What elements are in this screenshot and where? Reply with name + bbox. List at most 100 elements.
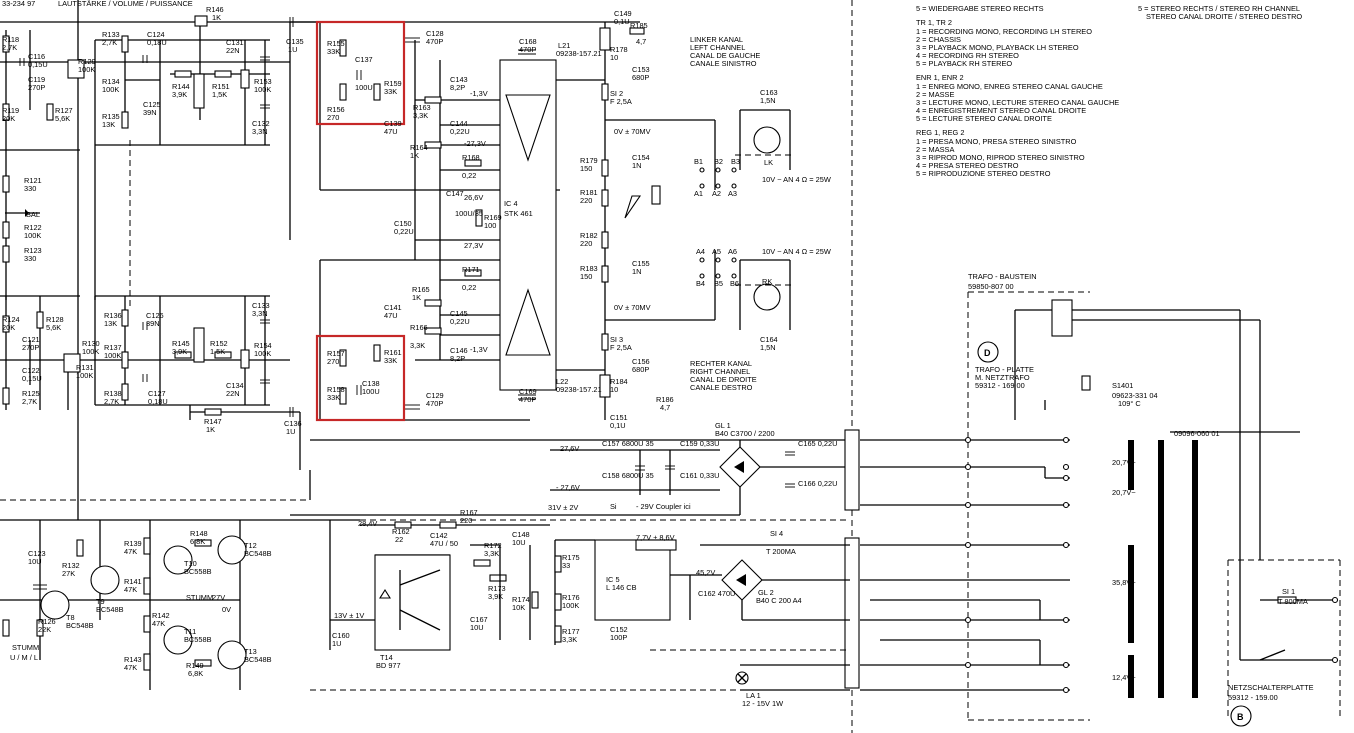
- svg-text:C150: C150: [394, 219, 412, 228]
- svg-text:3,3K: 3,3K: [484, 549, 499, 558]
- svg-text:6,8K: 6,8K: [188, 669, 203, 678]
- svg-text:680P: 680P: [632, 73, 649, 82]
- svg-text:R178: R178: [610, 45, 628, 54]
- ic4-amp-top: [505, 94, 551, 162]
- svg-text:R142: R142: [152, 611, 170, 620]
- svg-text:B: B: [1237, 712, 1244, 722]
- svg-text:1K: 1K: [410, 151, 419, 160]
- svg-text:C160: C160: [332, 631, 350, 640]
- svg-text:5 = STEREO RECHTS / STEREO RH: 5 = STEREO RECHTS / STEREO RH CHANNEL: [1138, 4, 1300, 13]
- svg-text:1K: 1K: [412, 293, 421, 302]
- svg-text:7,7V ± 8,6V: 7,7V ± 8,6V: [636, 533, 675, 542]
- svg-text:R139: R139: [124, 539, 142, 548]
- svg-text:C137: C137: [355, 55, 373, 64]
- svg-text:100K: 100K: [254, 349, 271, 358]
- svg-text:22N: 22N: [226, 46, 240, 55]
- svg-text:1N: 1N: [632, 161, 641, 170]
- svg-text:100K: 100K: [562, 601, 579, 610]
- svg-text:STUMM: STUMM: [186, 593, 213, 602]
- connector-2a: [844, 537, 860, 689]
- svg-text:10: 10: [610, 53, 618, 62]
- svg-text:22: 22: [395, 535, 403, 544]
- svg-text:T11: T11: [184, 627, 196, 636]
- svg-text:C145: C145: [450, 309, 468, 318]
- svg-text:C129: C129: [426, 391, 444, 400]
- svg-text:270P: 270P: [22, 343, 39, 352]
- svg-text:-1,3V: -1,3V: [470, 345, 488, 354]
- svg-text:4,7: 4,7: [660, 403, 670, 412]
- svg-text:100K: 100K: [82, 347, 99, 356]
- svg-text:0,15U: 0,15U: [22, 374, 42, 383]
- svg-text:STUMM: STUMM: [12, 643, 39, 652]
- svg-text:3,3K: 3,3K: [562, 635, 577, 644]
- svg-text:33K: 33K: [327, 393, 340, 402]
- output-stage: [599, 21, 795, 398]
- svg-text:C127: C127: [148, 389, 166, 398]
- connector-1a: [844, 429, 860, 511]
- svg-text:STK 461: STK 461: [504, 209, 533, 218]
- svg-text:U / M / L: U / M / L: [10, 653, 38, 662]
- svg-text:A1: A1: [694, 189, 703, 198]
- svg-text:1U: 1U: [286, 427, 295, 436]
- svg-text:5 = LECTURE STEREO CANAL DROIT: 5 = LECTURE STEREO CANAL DROITE: [916, 114, 1052, 123]
- svg-text:1 = ENREG MONO, ENREG STEREO C: 1 = ENREG MONO, ENREG STEREO CANAL GAUCH…: [916, 82, 1103, 91]
- svg-text:100K: 100K: [78, 65, 95, 74]
- svg-text:4 = PRESA STEREO DESTRO: 4 = PRESA STEREO DESTRO: [916, 161, 1019, 170]
- svg-text:R152: R152: [210, 339, 228, 348]
- svg-text:20K: 20K: [2, 114, 15, 123]
- svg-text:12,4V~: 12,4V~: [1112, 673, 1136, 682]
- svg-text:R171: R171: [462, 265, 480, 274]
- svg-text:100U: 100U: [362, 387, 380, 396]
- svg-text:100K: 100K: [254, 85, 271, 94]
- svg-text:T13: T13: [244, 647, 257, 656]
- svg-text:C122: C122: [22, 366, 40, 375]
- board-d-icon: [977, 341, 999, 363]
- svg-text:R181: R181: [580, 188, 598, 197]
- svg-text:0,22U: 0,22U: [450, 127, 470, 136]
- svg-text:B2: B2: [714, 157, 723, 166]
- svg-text:C169: C169: [519, 387, 537, 396]
- svg-text:R123: R123: [24, 246, 42, 255]
- svg-text:31V ± 2V: 31V ± 2V: [548, 503, 578, 512]
- svg-text:C161 0,33U: C161 0,33U: [680, 471, 719, 480]
- svg-text:1U: 1U: [288, 45, 297, 54]
- svg-text:R149: R149: [186, 661, 204, 670]
- svg-text:330: 330: [24, 184, 36, 193]
- svg-text:35,8V~: 35,8V~: [1112, 578, 1136, 587]
- svg-text:2 = MASSE: 2 = MASSE: [916, 90, 954, 99]
- svg-text:C125: C125: [143, 100, 161, 109]
- svg-text:R156: R156: [327, 105, 345, 114]
- svg-text:10: 10: [610, 385, 618, 394]
- svg-text:T14: T14: [380, 653, 393, 662]
- svg-text:R163: R163: [413, 103, 431, 112]
- svg-text:C166 0,22U: C166 0,22U: [798, 479, 837, 488]
- svg-text:1U: 1U: [332, 639, 341, 648]
- svg-text:C124: C124: [147, 30, 165, 39]
- svg-text:BC548B: BC548B: [244, 549, 272, 558]
- svg-text:47U / 50: 47U / 50: [430, 539, 458, 548]
- svg-text:REG 1, REG 2: REG 1, REG 2: [916, 128, 964, 137]
- svg-text:2,7K: 2,7K: [104, 397, 119, 406]
- svg-text:20,7V~: 20,7V~: [1112, 488, 1136, 497]
- svg-text:220: 220: [580, 196, 592, 205]
- svg-text:10V ~ AN 4 Ω = 25W: 10V ~ AN 4 Ω = 25W: [762, 175, 831, 184]
- svg-text:C165 0,22U: C165 0,22U: [798, 439, 837, 448]
- svg-text:1 = PRESA MONO, PRESA STEREO S: 1 = PRESA MONO, PRESA STEREO SINISTRO: [916, 137, 1077, 146]
- svg-text:R148: R148: [190, 529, 208, 538]
- volume-title: LAUTSTÄRKE / VOLUME / PUISSANCE: [58, 0, 193, 8]
- svg-text:3,3N: 3,3N: [252, 127, 268, 136]
- svg-text:C126: C126: [146, 311, 164, 320]
- svg-text:10U: 10U: [470, 623, 484, 632]
- svg-text:2,7K: 2,7K: [2, 43, 17, 52]
- svg-text:09238-157.21: 09238-157.21: [556, 49, 602, 58]
- svg-text:R186: R186: [656, 395, 674, 404]
- svg-text:2 = CHASSIS: 2 = CHASSIS: [916, 35, 961, 44]
- svg-text:- 27,6V: - 27,6V: [556, 483, 580, 492]
- svg-text:B6: B6: [730, 279, 739, 288]
- power-supply: [0, 429, 860, 691]
- svg-text:R121: R121: [24, 176, 42, 185]
- svg-text:0,22U: 0,22U: [394, 227, 414, 236]
- svg-text:BD 977: BD 977: [376, 661, 401, 670]
- svg-text:C116: C116: [28, 52, 45, 61]
- svg-text:3,3N: 3,3N: [252, 309, 268, 318]
